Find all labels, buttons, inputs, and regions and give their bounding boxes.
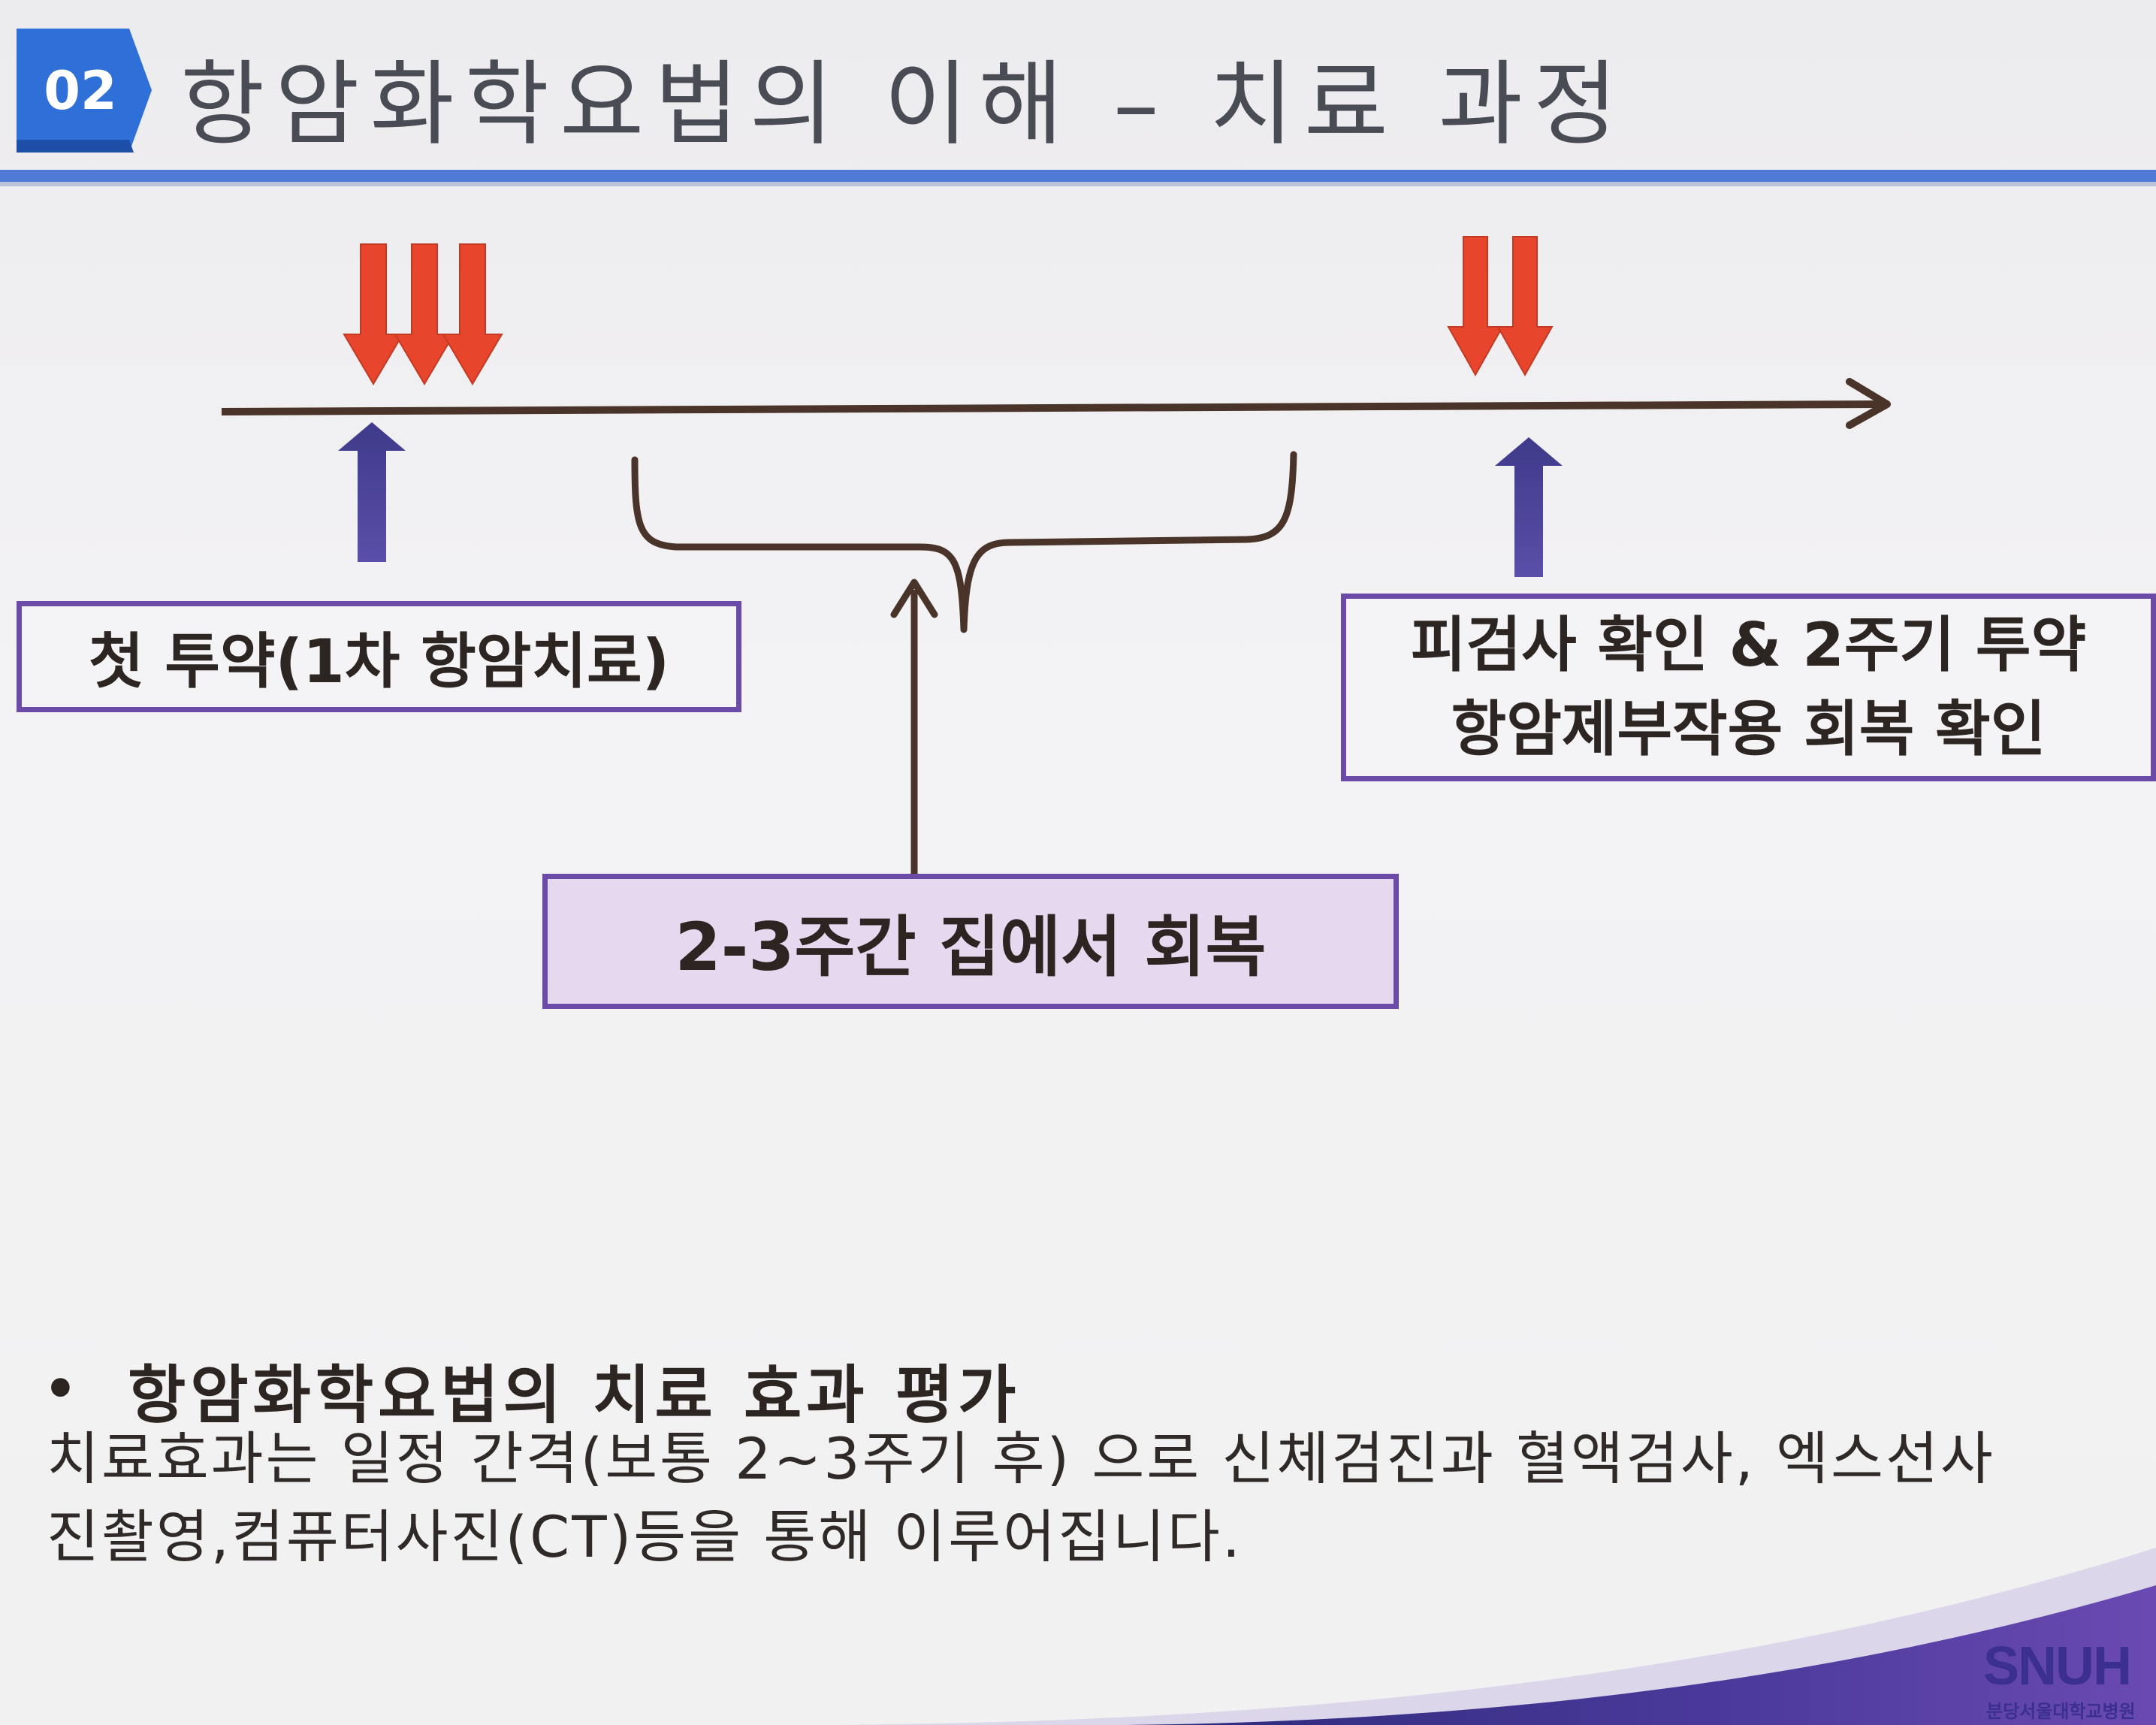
- dose-arrow-icon: [343, 243, 404, 385]
- dose-arrow-icon: [394, 243, 455, 385]
- hospital-logo: SNUH 분당서울대학교병원: [1983, 1639, 2156, 1722]
- dose-arrow-icon: [1447, 236, 1504, 377]
- section-number: 02: [44, 59, 117, 122]
- description-line-2: 진촬영,컴퓨터사진(CT)등을 통해 이루어집니다.: [47, 1503, 1243, 1570]
- evaluation-description: 치료효과는 일정 간격(보통 2~3주기 후) 으로 신체검진과 혈액검사, 엑…: [47, 1420, 2075, 1576]
- timeline-axis: [221, 378, 1891, 429]
- first-dose-label: 첫 투약(1차 항암치료): [88, 627, 670, 696]
- page-title: 항암화학요법의 이해 – 치료 과정: [180, 51, 1629, 158]
- logo-subtitle: 분당서울대학교병원: [1986, 1701, 2136, 1722]
- recovery-pointer-arrow: [890, 579, 938, 874]
- recovery-label: 2-3주간 집에서 회복: [675, 908, 1267, 986]
- dose-arrow-icon: [1496, 236, 1554, 377]
- first-check-arrow-icon: [338, 422, 406, 562]
- second-cycle-label-line2: 항암제부작용 회복 확인: [1451, 694, 2046, 764]
- second-dose-arrows: [1447, 236, 1554, 377]
- description-line-1: 치료효과는 일정 간격(보통 2~3주기 후) 으로 신체검진과 혈액검사, 엑…: [47, 1425, 1995, 1492]
- section-badge: 02: [17, 29, 152, 153]
- first-dose-box: 첫 투약(1차 항암치료): [17, 601, 741, 712]
- bullet-icon: •: [44, 1358, 77, 1420]
- recovery-box: 2-3주간 집에서 회복: [542, 874, 1399, 1009]
- evaluation-heading: 항암화학요법의 치료 효과 평가: [128, 1358, 1021, 1432]
- title-divider-shadow: [0, 182, 2156, 186]
- logo-mark: SNUH: [1983, 1636, 2132, 1696]
- second-check-arrow-icon: [1495, 437, 1563, 577]
- badge-shape: [17, 29, 152, 153]
- dose-arrow-icon: [442, 243, 503, 385]
- recovery-period-brace: [631, 451, 1297, 633]
- second-cycle-label-line1: 피검사 확인 & 2주기 투약: [1410, 610, 2087, 680]
- first-dose-arrows: [343, 243, 503, 385]
- second-cycle-box: 피검사 확인 & 2주기 투약 항암제부작용 회복 확인: [1341, 594, 2156, 781]
- title-divider: [0, 170, 2156, 182]
